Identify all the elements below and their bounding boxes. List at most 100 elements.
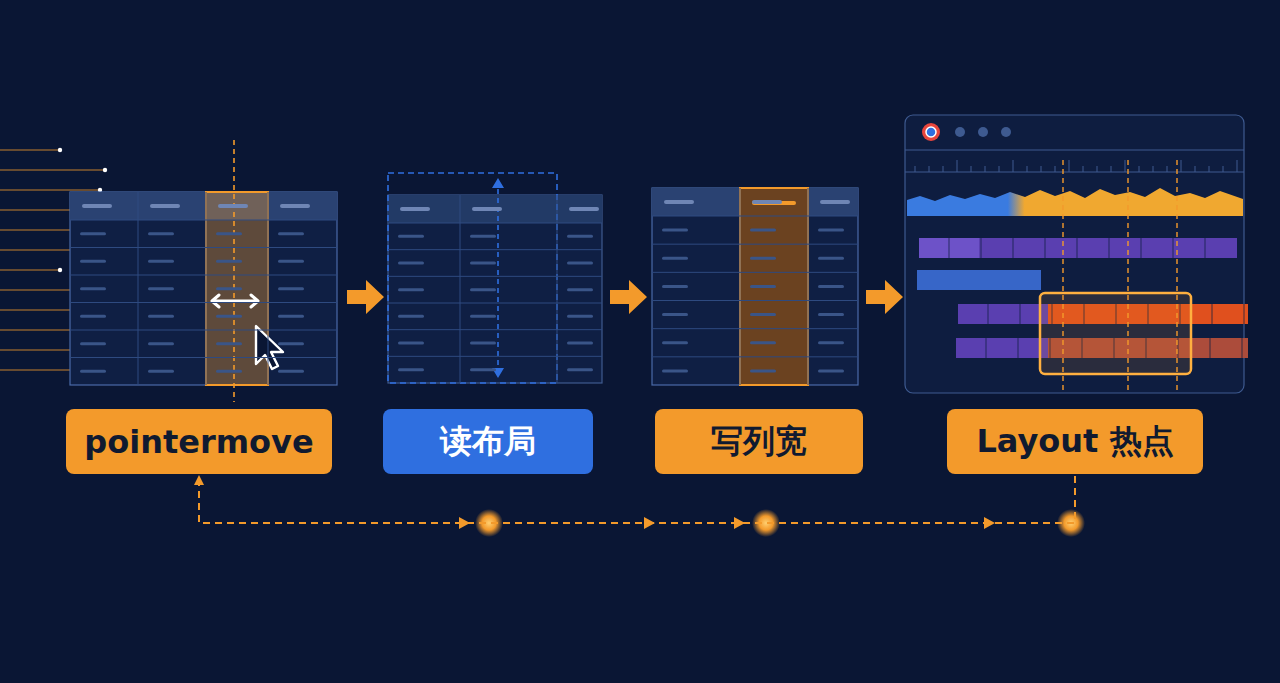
ruler-tick xyxy=(1195,166,1196,172)
step-box: Layout 热点 xyxy=(947,409,1203,474)
flame-bar xyxy=(917,270,1041,290)
grid-line xyxy=(388,303,602,304)
ruler-tick xyxy=(1069,160,1070,172)
ruler-tick xyxy=(1181,160,1182,172)
browser-icon-center xyxy=(926,127,936,137)
ruler-tick xyxy=(1223,166,1224,172)
ruler-tick xyxy=(985,166,986,172)
cell-bar xyxy=(278,232,304,235)
flame-divider xyxy=(948,238,950,258)
ruler-tick xyxy=(1097,166,1098,172)
header-bar xyxy=(280,204,310,208)
mouse-cursor xyxy=(256,326,283,369)
grid-line xyxy=(557,195,558,383)
cell-bar xyxy=(567,288,593,291)
speed-line xyxy=(0,229,80,231)
speed-line xyxy=(0,169,105,171)
flame-divider xyxy=(1243,304,1245,324)
panel-dot xyxy=(978,127,988,137)
header-bar xyxy=(218,204,248,208)
ruler-tick xyxy=(1125,160,1126,172)
grid-line xyxy=(652,272,858,273)
step-label: 读布局 xyxy=(440,420,536,464)
table-illustration xyxy=(388,173,602,383)
cell-bar xyxy=(148,342,174,345)
step-box: pointermove xyxy=(66,409,331,474)
cell-bar xyxy=(216,342,242,345)
cell-bar xyxy=(148,315,174,318)
cell-bar xyxy=(470,262,496,265)
header-bar xyxy=(400,207,430,211)
header-bar xyxy=(752,200,782,204)
ruler-tick xyxy=(1139,166,1140,172)
speed-line xyxy=(0,269,60,271)
table-header xyxy=(388,195,602,223)
grid-line xyxy=(70,220,337,221)
flame-divider xyxy=(1211,304,1213,324)
cell-bar xyxy=(216,370,242,373)
measure-box xyxy=(388,173,557,383)
ruler-tick xyxy=(957,160,958,172)
header-bar xyxy=(150,204,180,208)
cell-bar xyxy=(750,285,776,288)
step-label: pointermove xyxy=(84,423,313,461)
speed-dot xyxy=(103,168,107,172)
ruler-tick xyxy=(1013,160,1014,172)
cell-bar xyxy=(470,368,496,371)
speed-line xyxy=(0,349,80,351)
cell-bar xyxy=(662,313,688,316)
cell-bar xyxy=(818,229,844,232)
resized-column xyxy=(740,188,808,385)
ruler-tick xyxy=(1153,166,1154,172)
table-header xyxy=(70,192,337,220)
cell-bar xyxy=(278,342,304,345)
panel-dot xyxy=(955,127,965,137)
cell-bar xyxy=(278,260,304,263)
cell-bar xyxy=(470,315,496,318)
grid-line xyxy=(808,188,809,385)
cell-bar xyxy=(567,262,593,265)
cell-bar xyxy=(148,260,174,263)
cell-bar xyxy=(80,315,106,318)
cell-bar xyxy=(818,313,844,316)
ruler-tick xyxy=(1111,166,1112,172)
cell-bar xyxy=(216,287,242,290)
cell-bar xyxy=(750,369,776,372)
panel-divider xyxy=(905,150,1244,151)
ruler-tick xyxy=(1209,166,1210,172)
cell-bar xyxy=(662,229,688,232)
grid-line xyxy=(652,300,858,301)
step-arrow xyxy=(610,280,647,314)
ruler-tick xyxy=(1237,160,1238,172)
step-arrow xyxy=(347,280,384,314)
cell-bar xyxy=(148,370,174,373)
speed-line xyxy=(0,189,100,191)
flame-divider xyxy=(1209,338,1211,358)
header-bar xyxy=(569,207,599,211)
cell-bar xyxy=(662,285,688,288)
grid-line xyxy=(70,302,337,303)
ruler-tick xyxy=(1027,166,1028,172)
cell-bar xyxy=(470,288,496,291)
grid-line xyxy=(652,356,858,357)
cell-bar xyxy=(470,235,496,238)
flame-bar xyxy=(919,238,979,258)
flame-divider xyxy=(1076,238,1078,258)
ruler-tick xyxy=(1055,166,1056,172)
cell-bar xyxy=(398,288,424,291)
flame-divider xyxy=(1241,338,1243,358)
flame-divider xyxy=(980,238,982,258)
cell-bar xyxy=(398,235,424,238)
header-bar xyxy=(472,207,502,211)
flame-divider xyxy=(987,304,989,324)
speed-dot xyxy=(58,268,62,272)
cell-bar xyxy=(80,370,106,373)
grid-line xyxy=(388,356,602,357)
ruler-tick xyxy=(999,166,1000,172)
ruler-tick xyxy=(1041,166,1042,172)
grid-line xyxy=(460,195,461,383)
grid-line xyxy=(388,329,602,330)
step-arrows xyxy=(347,280,903,314)
